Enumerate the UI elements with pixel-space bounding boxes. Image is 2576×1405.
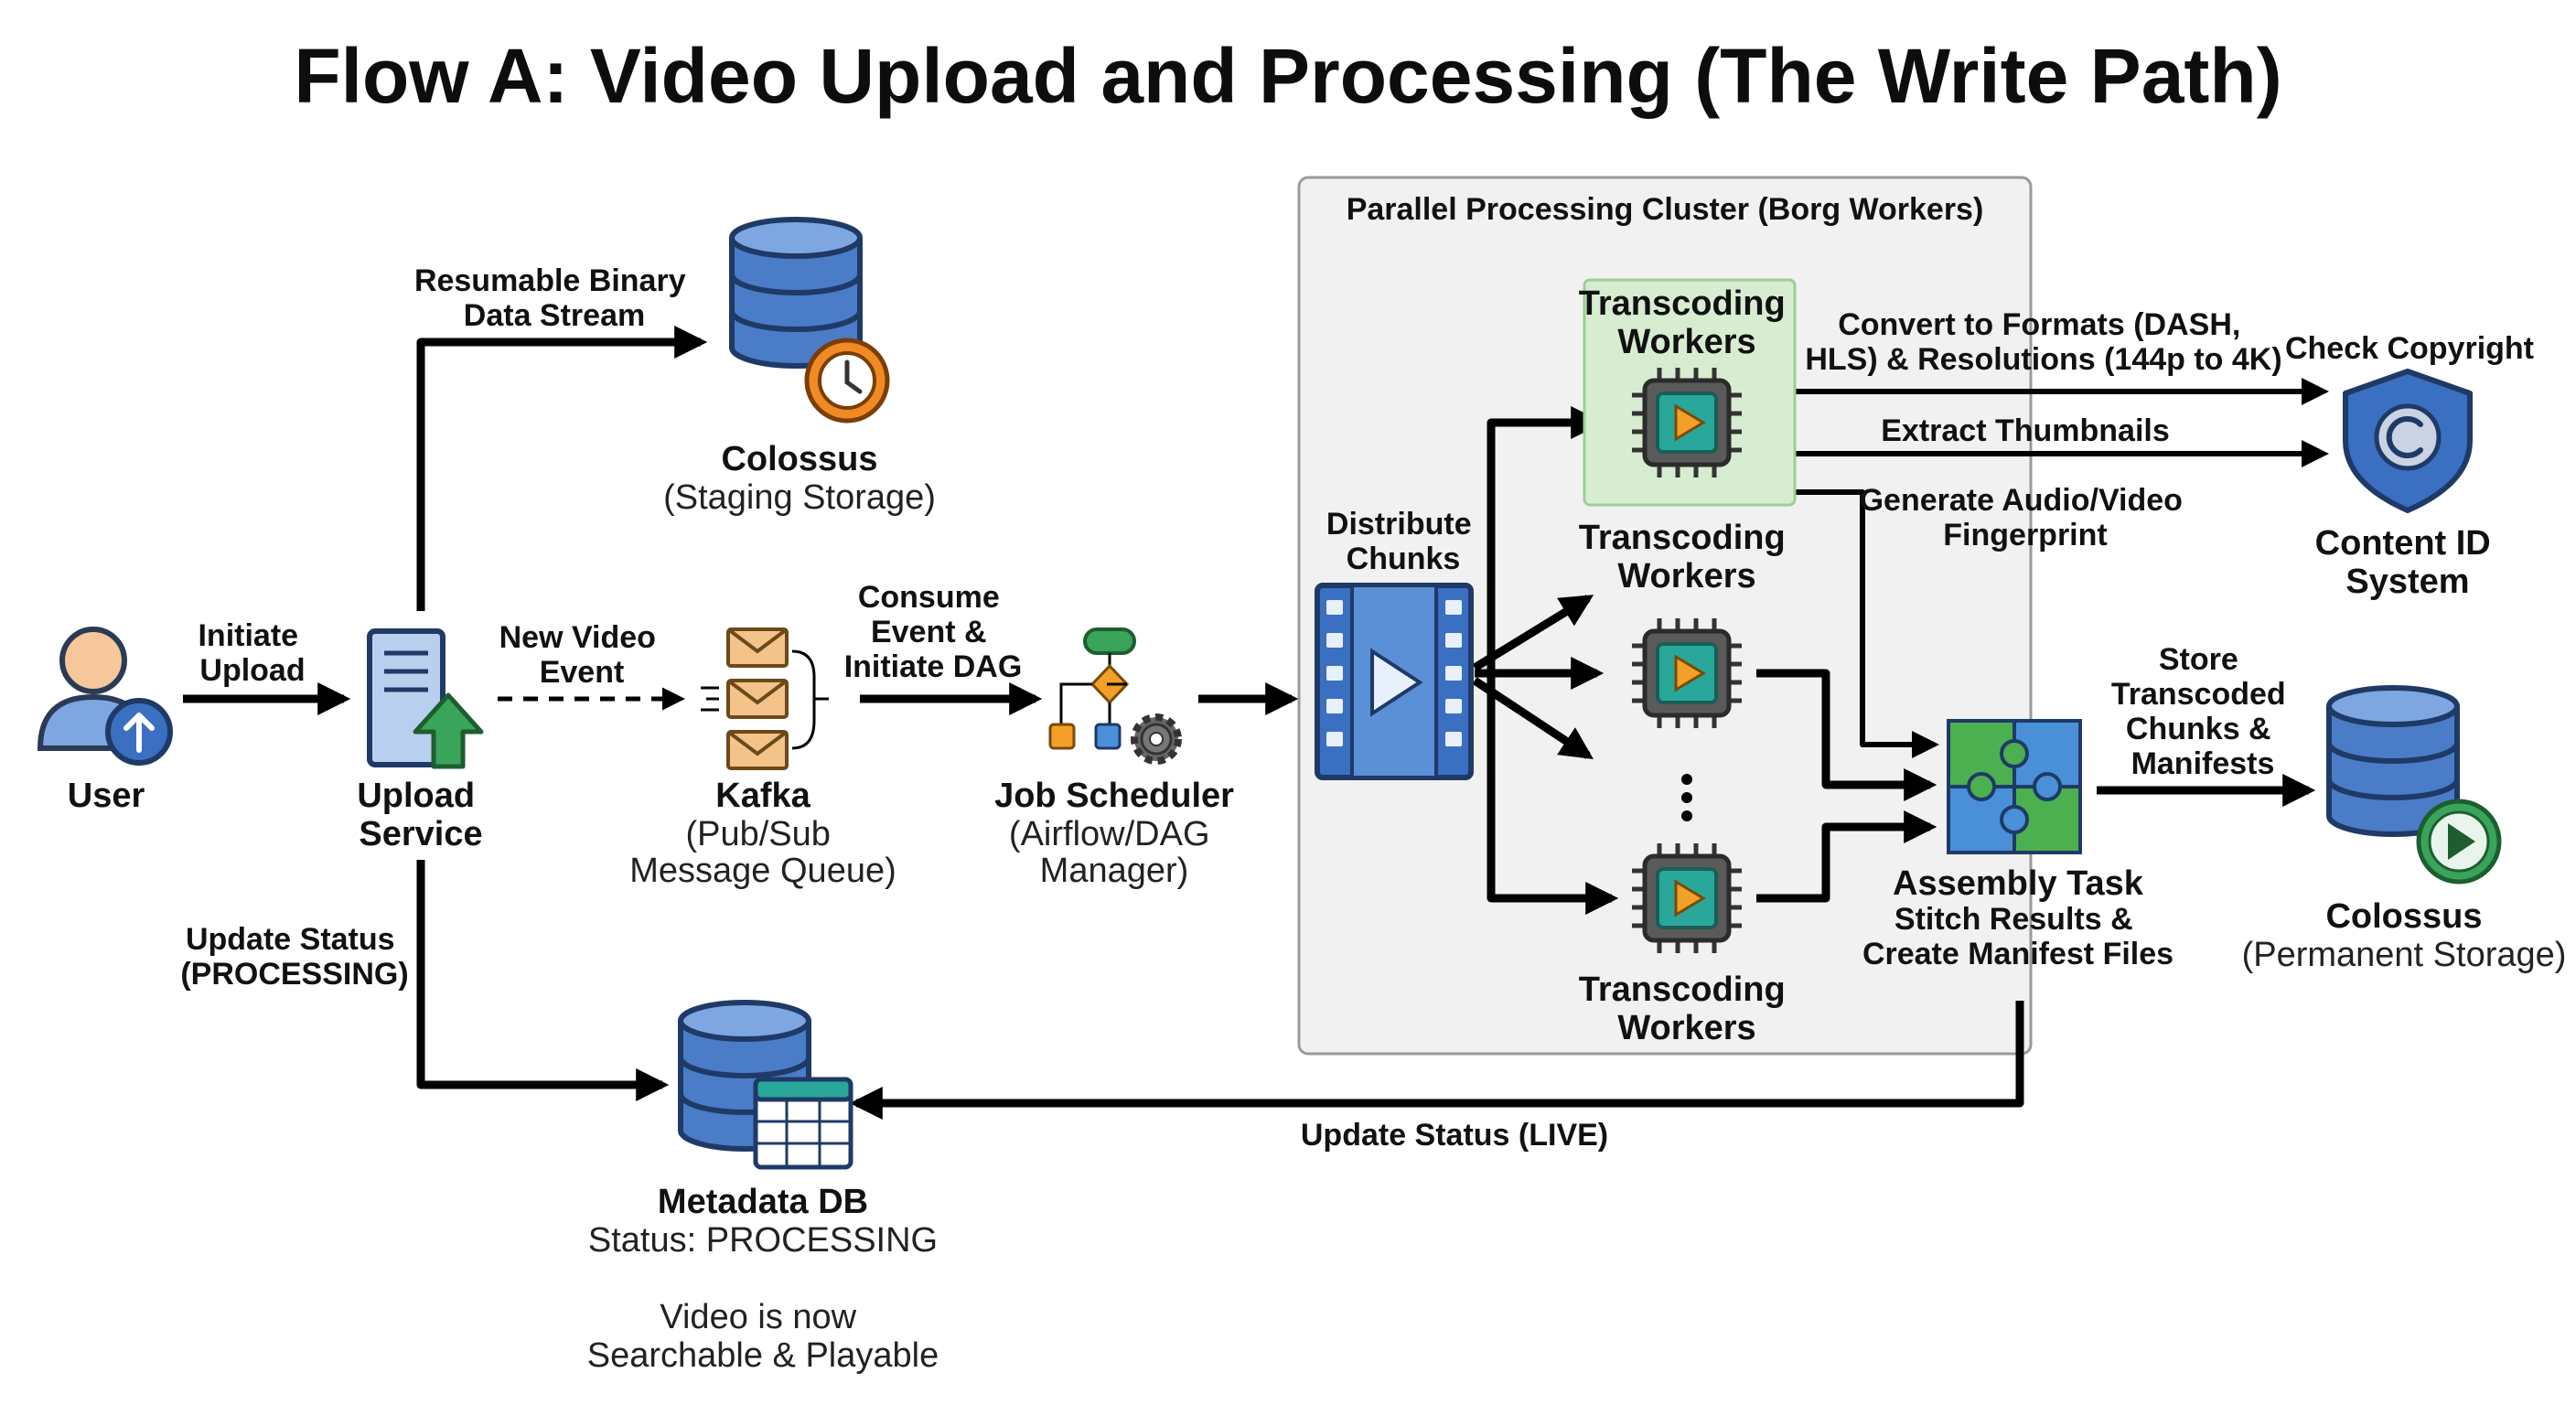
upload-service-node: Upload Service bbox=[357, 628, 484, 853]
kafka-node: Kafka (Pub/Sub Message Queue) bbox=[629, 627, 896, 890]
dag-scheduler-icon bbox=[1048, 627, 1182, 765]
worker-mid-node: Transcoding Workers bbox=[1579, 519, 1795, 821]
edge-distribute-down bbox=[1472, 677, 1594, 759]
worker-top-node: Transcoding Workers bbox=[1579, 278, 1797, 507]
upload-server-icon bbox=[367, 628, 484, 769]
edge-update-live bbox=[849, 1001, 2024, 1120]
user-icon bbox=[37, 627, 173, 766]
label-new-video-event: New Video Event bbox=[499, 620, 665, 690]
edge-resumable-stream bbox=[416, 326, 708, 611]
label-update-processing: Update Status (PROCESSING) bbox=[180, 922, 408, 992]
kafka-sublabel: (Pub/Sub Message Queue) bbox=[629, 815, 896, 890]
metadata-db-status: Status: PROCESSING bbox=[588, 1221, 938, 1260]
colossus-permanent-node: Colossus (Permanent Storage) bbox=[2242, 688, 2567, 974]
shield-copyright-icon bbox=[2343, 369, 2473, 513]
job-scheduler-sublabel: (Airflow/DAG Manager) bbox=[1009, 815, 1219, 890]
metadata-db-note: Video is now Searchable & Playable bbox=[587, 1298, 939, 1375]
job-scheduler-node: Job Scheduler (Airflow/DAG Manager) bbox=[994, 627, 1234, 890]
label-update-live: Update Status (LIVE) bbox=[1301, 1118, 1608, 1153]
edge-distribute-up bbox=[1472, 595, 1594, 671]
user-node: User bbox=[37, 627, 173, 815]
label-resumable-stream: Resumable Binary Data Stream bbox=[414, 263, 694, 333]
cluster-label: Parallel Processing Cluster (Borg Worker… bbox=[1347, 192, 1984, 227]
user-label: User bbox=[68, 777, 145, 815]
worker-mid-label: Transcoding Workers bbox=[1579, 519, 1795, 595]
chip-play-icon bbox=[1632, 843, 1742, 953]
label-store-chunks: Store Transcoded Chunks & Manifests bbox=[2111, 642, 2294, 781]
database-clock-icon bbox=[732, 220, 890, 424]
worker-bot-label: Transcoding Workers bbox=[1579, 971, 1795, 1047]
label-check-copyright: Check Copyright bbox=[2285, 331, 2534, 366]
page-title: Flow A: Video Upload and Processing (The… bbox=[294, 33, 2281, 119]
colossus-staging-label: Colossus bbox=[721, 440, 877, 478]
label-extract-thumbnails: Extract Thumbnails bbox=[1881, 413, 2170, 448]
edge-distribute-bottom bbox=[1487, 657, 1619, 915]
metadata-db-node: Metadata DB Status: PROCESSING Video is … bbox=[587, 1003, 939, 1375]
colossus-permanent-label: Colossus bbox=[2325, 897, 2482, 936]
distribute-node: Distribute Chunks bbox=[1315, 507, 1480, 780]
edge-distribute-top bbox=[1487, 406, 1605, 657]
label-initiate-upload: Initiate Upload bbox=[198, 618, 306, 688]
colossus-staging-sublabel: (Staging Storage) bbox=[663, 478, 936, 517]
puzzle-assembly-icon bbox=[1947, 719, 2082, 854]
content-id-node: Content ID System bbox=[2315, 369, 2501, 601]
colossus-permanent-sublabel: (Permanent Storage) bbox=[2242, 936, 2567, 974]
kafka-label: Kafka bbox=[715, 777, 810, 815]
film-chunks-icon bbox=[1315, 583, 1474, 780]
chip-play-icon bbox=[1632, 368, 1742, 477]
ellipsis-dots bbox=[1681, 774, 1692, 821]
worker-bot-node: Transcoding Workers bbox=[1579, 843, 1795, 1047]
content-id-label: Content ID System bbox=[2315, 524, 2501, 601]
upload-service-label: Upload Service bbox=[357, 777, 484, 853]
label-consume-event: Consume Event & Initiate DAG bbox=[844, 580, 1023, 684]
assembly-sublabel: Stitch Results & Create Manifest Files bbox=[1862, 902, 2174, 971]
colossus-staging-node: Colossus (Staging Storage) bbox=[663, 220, 936, 517]
database-play-icon bbox=[2329, 688, 2502, 885]
edge-mid-to-assembly bbox=[1756, 669, 1937, 801]
processing-cluster bbox=[1297, 176, 2033, 1056]
job-scheduler-label: Job Scheduler bbox=[994, 777, 1234, 815]
edge-update-processing bbox=[416, 860, 670, 1101]
database-table-icon bbox=[681, 1003, 853, 1170]
metadata-db-label: Metadata DB bbox=[658, 1183, 868, 1221]
assembly-label: Assembly Task bbox=[1893, 864, 2144, 903]
envelope-queue-icon bbox=[701, 627, 829, 770]
assembly-node: Assembly Task Stitch Results & Create Ma… bbox=[1862, 719, 2174, 971]
label-fingerprint: Generate Audio/Video Fingerprint bbox=[1860, 483, 2192, 552]
distribute-label: Distribute Chunks bbox=[1326, 507, 1480, 576]
worker-top-label: Transcoding Workers bbox=[1579, 284, 1795, 361]
edge-bottom-to-assembly bbox=[1756, 810, 1937, 903]
chip-play-icon bbox=[1632, 618, 1742, 728]
edge-fingerprint bbox=[1775, 489, 1939, 758]
label-convert-formats: Convert to Formats (DASH, HLS) & Resolut… bbox=[1805, 307, 2281, 377]
